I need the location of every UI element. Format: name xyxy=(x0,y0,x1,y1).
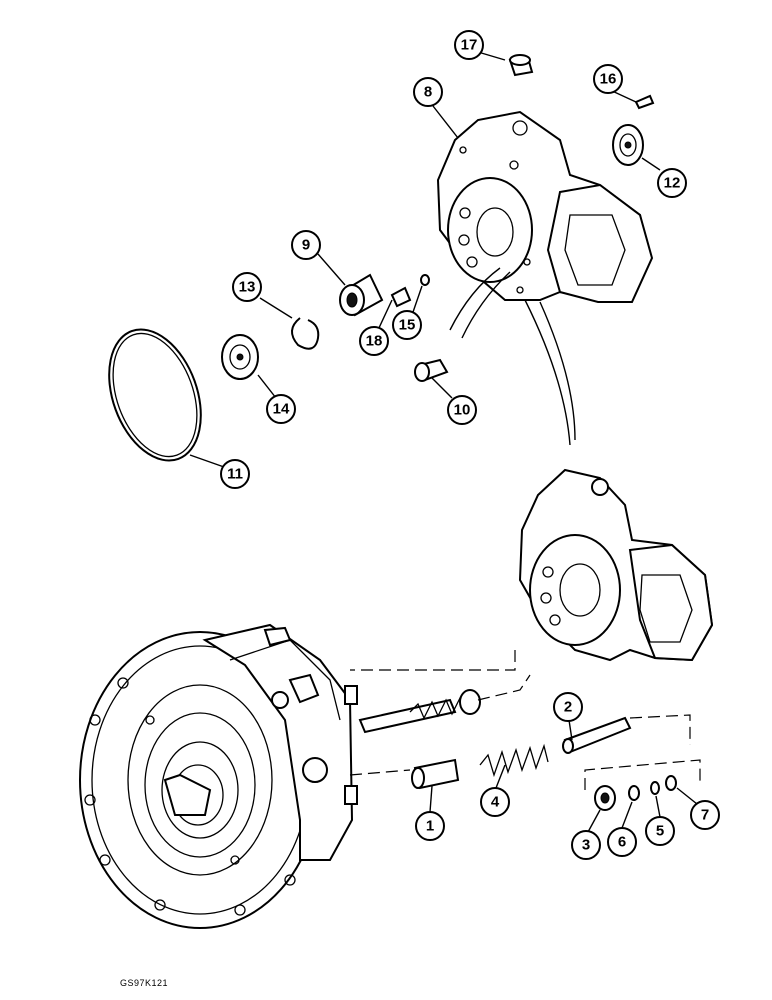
svg-text:12: 12 xyxy=(664,175,681,192)
svg-text:5: 5 xyxy=(656,823,664,840)
svg-text:17: 17 xyxy=(461,37,478,54)
callout-4: 4 xyxy=(480,787,510,817)
spring-4 xyxy=(479,743,549,778)
callout-18: 18 xyxy=(359,326,389,356)
svg-text:9: 9 xyxy=(302,237,310,254)
svg-text:11: 11 xyxy=(227,466,243,483)
o-ring-11 xyxy=(108,328,202,462)
callout-3: 3 xyxy=(571,830,601,860)
svg-text:3: 3 xyxy=(582,837,590,854)
o-ring-6 xyxy=(628,785,640,801)
callout-11: 11 xyxy=(220,459,250,489)
svg-text:14: 14 xyxy=(273,401,290,418)
plug-10 xyxy=(414,358,449,382)
svg-text:6: 6 xyxy=(618,834,626,851)
retaining-ring-13 xyxy=(291,317,320,350)
callout-7: 7 xyxy=(690,800,720,830)
upper-valve-housing xyxy=(436,110,654,303)
spool-assembly xyxy=(358,689,481,734)
svg-text:7: 7 xyxy=(701,807,709,824)
svg-text:2: 2 xyxy=(564,699,572,716)
plunger-1 xyxy=(411,758,460,790)
pin-16 xyxy=(634,94,655,110)
lower-valve-housing xyxy=(518,468,714,662)
callout-6: 6 xyxy=(607,827,637,857)
washer-7 xyxy=(665,775,677,791)
pin-18 xyxy=(390,286,412,308)
svg-text:8: 8 xyxy=(424,84,432,101)
bushing-9 xyxy=(339,273,384,317)
plug-17 xyxy=(508,54,534,77)
svg-text:15: 15 xyxy=(399,317,416,334)
figure-code: GS97K121 xyxy=(120,978,169,988)
pump-body-flange xyxy=(79,623,358,929)
callout-10: 10 xyxy=(447,395,477,425)
svg-text:10: 10 xyxy=(454,402,471,419)
svg-text:16: 16 xyxy=(600,71,617,88)
plug-3 xyxy=(594,785,616,811)
o-ring-5 xyxy=(650,781,660,795)
bearing-12 xyxy=(612,124,644,166)
pin-2 xyxy=(562,716,632,754)
svg-text:1: 1 xyxy=(426,818,434,835)
bearing-14 xyxy=(221,334,259,380)
callout-16: 16 xyxy=(593,64,623,94)
callout-2: 2 xyxy=(553,692,583,722)
callout-8: 8 xyxy=(413,77,443,107)
svg-text:18: 18 xyxy=(366,333,383,350)
callout-12: 12 xyxy=(657,168,687,198)
callout-13: 13 xyxy=(232,272,262,302)
callout-1: 1 xyxy=(415,811,445,841)
callout-9: 9 xyxy=(291,230,321,260)
svg-text:13: 13 xyxy=(239,279,256,296)
callout-17: 17 xyxy=(454,30,484,60)
callout-14: 14 xyxy=(266,394,296,424)
svg-text:4: 4 xyxy=(491,794,500,811)
o-ring-15 xyxy=(420,274,430,286)
callout-15: 15 xyxy=(392,310,422,340)
callout-5: 5 xyxy=(645,816,675,846)
